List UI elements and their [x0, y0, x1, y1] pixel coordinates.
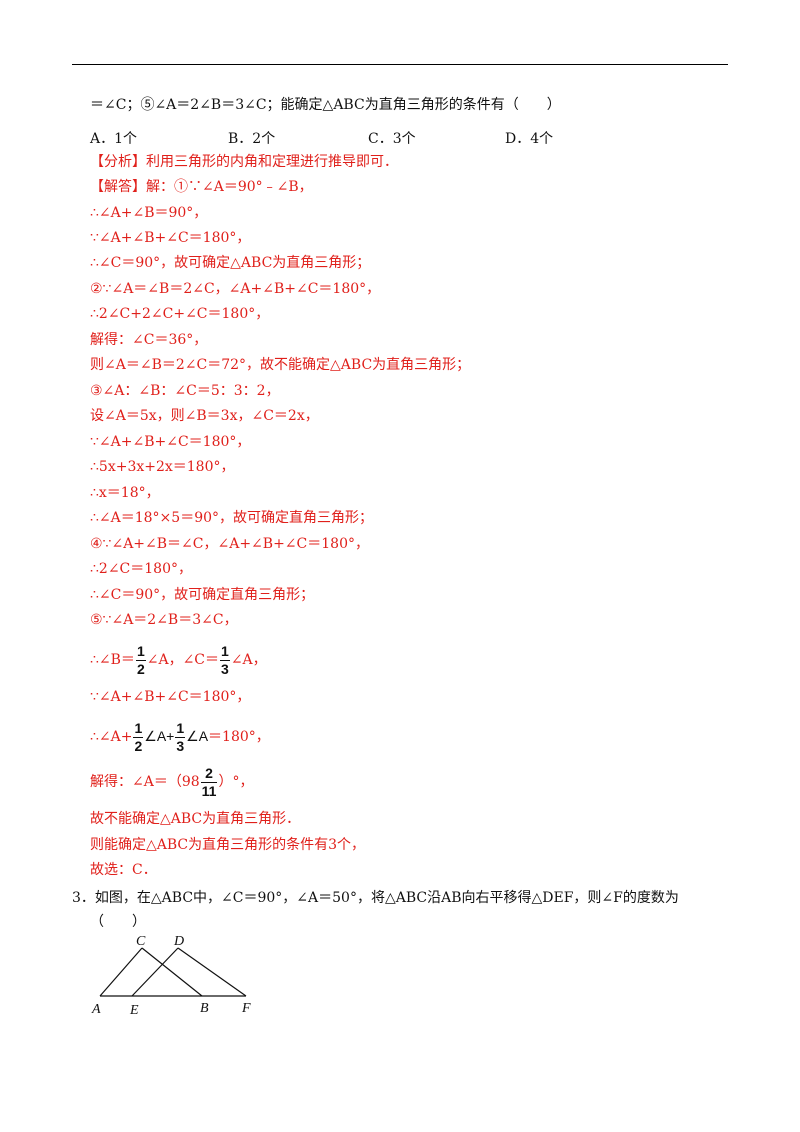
segment-df	[177, 947, 247, 997]
solution-line-15: ④∵∠A+∠B＝∠C，∠A+∠B+∠C＝180°，	[90, 536, 369, 552]
label-b: B	[200, 1001, 209, 1016]
solution-line-10: 设∠A＝5x，则∠B＝3x，∠C＝2x，	[90, 408, 319, 424]
label-e: E	[129, 1003, 139, 1018]
question-stem-tail: ＝∠C；⑤∠A＝2∠B＝3∠C；能确定△ABC为直角三角形的条件有（ ）	[90, 97, 561, 113]
fraction-denominator: 3	[221, 660, 229, 677]
option-c: C．3个	[368, 131, 416, 147]
solution-line-1: 【解答】解：①∵∠A＝90°﹣∠B，	[90, 179, 313, 195]
solution-line-9: ③∠A：∠B：∠C＝5：3：2，	[90, 383, 280, 399]
label-f: F	[241, 1001, 251, 1016]
label-d: D	[173, 934, 184, 949]
option-a: A．1个	[90, 131, 138, 147]
segment-ed	[131, 947, 179, 997]
fraction-denominator: 2	[134, 737, 143, 754]
conclusion-line-1: 故不能确定△ABC为直角三角形．	[90, 811, 301, 827]
question-3-answer-blank: （ ）	[90, 914, 146, 930]
translated-triangles-figure: C D A E B F	[91, 934, 251, 1018]
solution-line-17: ∴∠C＝90°，故可确定直角三角形；	[90, 587, 315, 603]
fraction-line-2-text-c: ∠A	[186, 728, 209, 744]
solution-line-6: ∴2∠C+2∠C+∠C＝180°，	[90, 306, 270, 322]
conclusion-line-2: 则能确定△ABC为直角三角形的条件有3个，	[90, 837, 366, 853]
solution-line-13: ∴x＝18°，	[90, 485, 160, 501]
solution-line-18: ⑤∵∠A＝2∠B＝3∠C，	[90, 612, 238, 628]
option-d: D．4个	[505, 131, 554, 147]
fraction-line-2-text-d: ＝180°，	[208, 729, 270, 745]
result-line-text-a: 解得：∠A＝（98	[90, 774, 200, 790]
result-line-text-b: ）°，	[218, 774, 254, 790]
solution-line-11: ∵∠A+∠B+∠C＝180°，	[90, 434, 251, 450]
fraction-numerator: 1	[136, 642, 145, 659]
solution-line-16: ∴2∠C＝180°，	[90, 561, 192, 577]
label-a: A	[91, 1002, 101, 1017]
label-c: C	[136, 934, 146, 949]
solution-line-14: ∴∠A＝18°×5＝90°，故可确定直角三角形；	[90, 510, 374, 526]
fraction-line-1-text-b: ∠A，∠C＝	[146, 652, 220, 668]
segment-cb	[141, 947, 203, 997]
fraction-numerator: 2	[205, 764, 213, 781]
solution-line-5: ②∵∠A＝∠B＝2∠C，∠A+∠B+∠C＝180°，	[90, 281, 381, 297]
fraction-line-2-text-b: ∠A+	[144, 728, 175, 744]
solution-line-4: ∴∠C＝90°，故可确定△ABC为直角三角形；	[90, 255, 371, 271]
solution-line-2: ∴∠A+∠B＝90°，	[90, 205, 208, 221]
fraction-denominator: 2	[136, 660, 145, 677]
solution-line-8: 则∠A＝∠B＝2∠C＝72°，故不能确定△ABC为直角三角形；	[90, 357, 471, 373]
sum-line: ∵∠A+∠B+∠C＝180°，	[90, 689, 251, 705]
fraction-line-1-text-a: ∴∠B＝	[90, 652, 135, 668]
option-b: B．2个	[228, 131, 276, 147]
solution-line-7: 解得：∠C＝36°，	[90, 332, 208, 348]
solution-line-3: ∵∠A+∠B+∠C＝180°，	[90, 230, 251, 246]
fraction-numerator: 1	[221, 642, 229, 659]
question-3-stem: 3．如图，在△ABC中，∠C＝90°，∠A＝50°，将△ABC沿AB向右平移得△…	[72, 890, 679, 906]
fraction-numerator: 1	[176, 719, 185, 736]
segment-ac	[99, 947, 143, 997]
fraction-denominator: 11	[201, 782, 217, 799]
fraction-line-2-text-a: ∴∠A+	[90, 729, 133, 745]
solution-line-12: ∴5x+3x+2x＝180°，	[90, 459, 235, 475]
analysis-line: 【分析】利用三角形的内角和定理进行推导即可．	[90, 154, 398, 170]
fraction-line-1-text-c: ∠A，	[230, 652, 267, 668]
fraction-denominator: 3	[176, 737, 185, 754]
fraction-numerator: 1	[134, 719, 143, 736]
conclusion-line-3: 故选：C．	[90, 862, 157, 878]
header-rule	[72, 64, 728, 65]
